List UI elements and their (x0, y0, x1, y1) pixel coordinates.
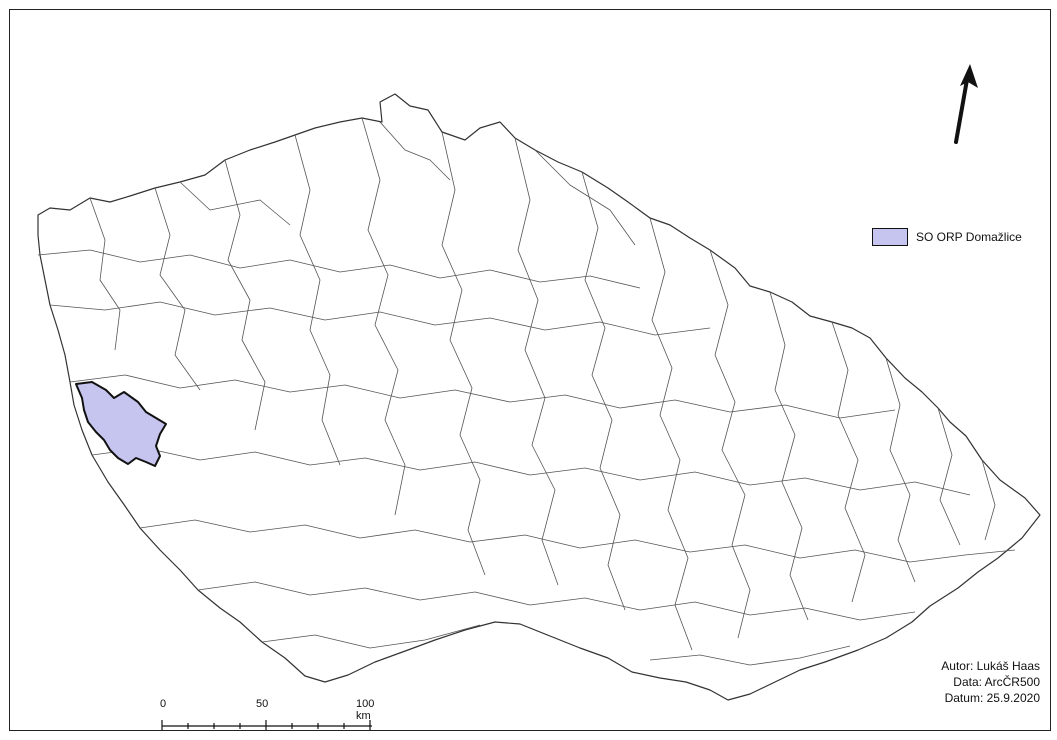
district-boundaries (37, 117, 1016, 666)
legend-swatch (872, 228, 908, 246)
credit-author: Autor: Lukáš Haas (941, 659, 1040, 673)
credit-date: Datum: 25.9.2020 (944, 691, 1040, 705)
legend: SO ORP Domažlice (872, 228, 1022, 246)
map-frame: SO ORP Domažlice 0 50 100 km Autor: Luká… (9, 9, 1051, 731)
credit-data: Data: ArcČR500 (953, 675, 1040, 689)
map-credits: Autor: Lukáš Haas Data: ArcČR500 Datum: … (941, 658, 1040, 706)
legend-label: SO ORP Domažlice (916, 230, 1022, 244)
highlighted-district-domazlice[interactable] (75, 381, 167, 467)
scale-bar: 0 50 100 km (160, 698, 390, 730)
north-arrow-icon (954, 64, 978, 144)
north-arrow (946, 62, 986, 148)
scale-label-100: 100 km (356, 698, 375, 722)
country-outline (37, 93, 1041, 701)
scale-label-0: 0 (160, 698, 167, 710)
scale-label-50: 50 (256, 698, 269, 710)
scale-bar-graphic (161, 720, 372, 730)
map-canvas (37, 93, 1041, 701)
